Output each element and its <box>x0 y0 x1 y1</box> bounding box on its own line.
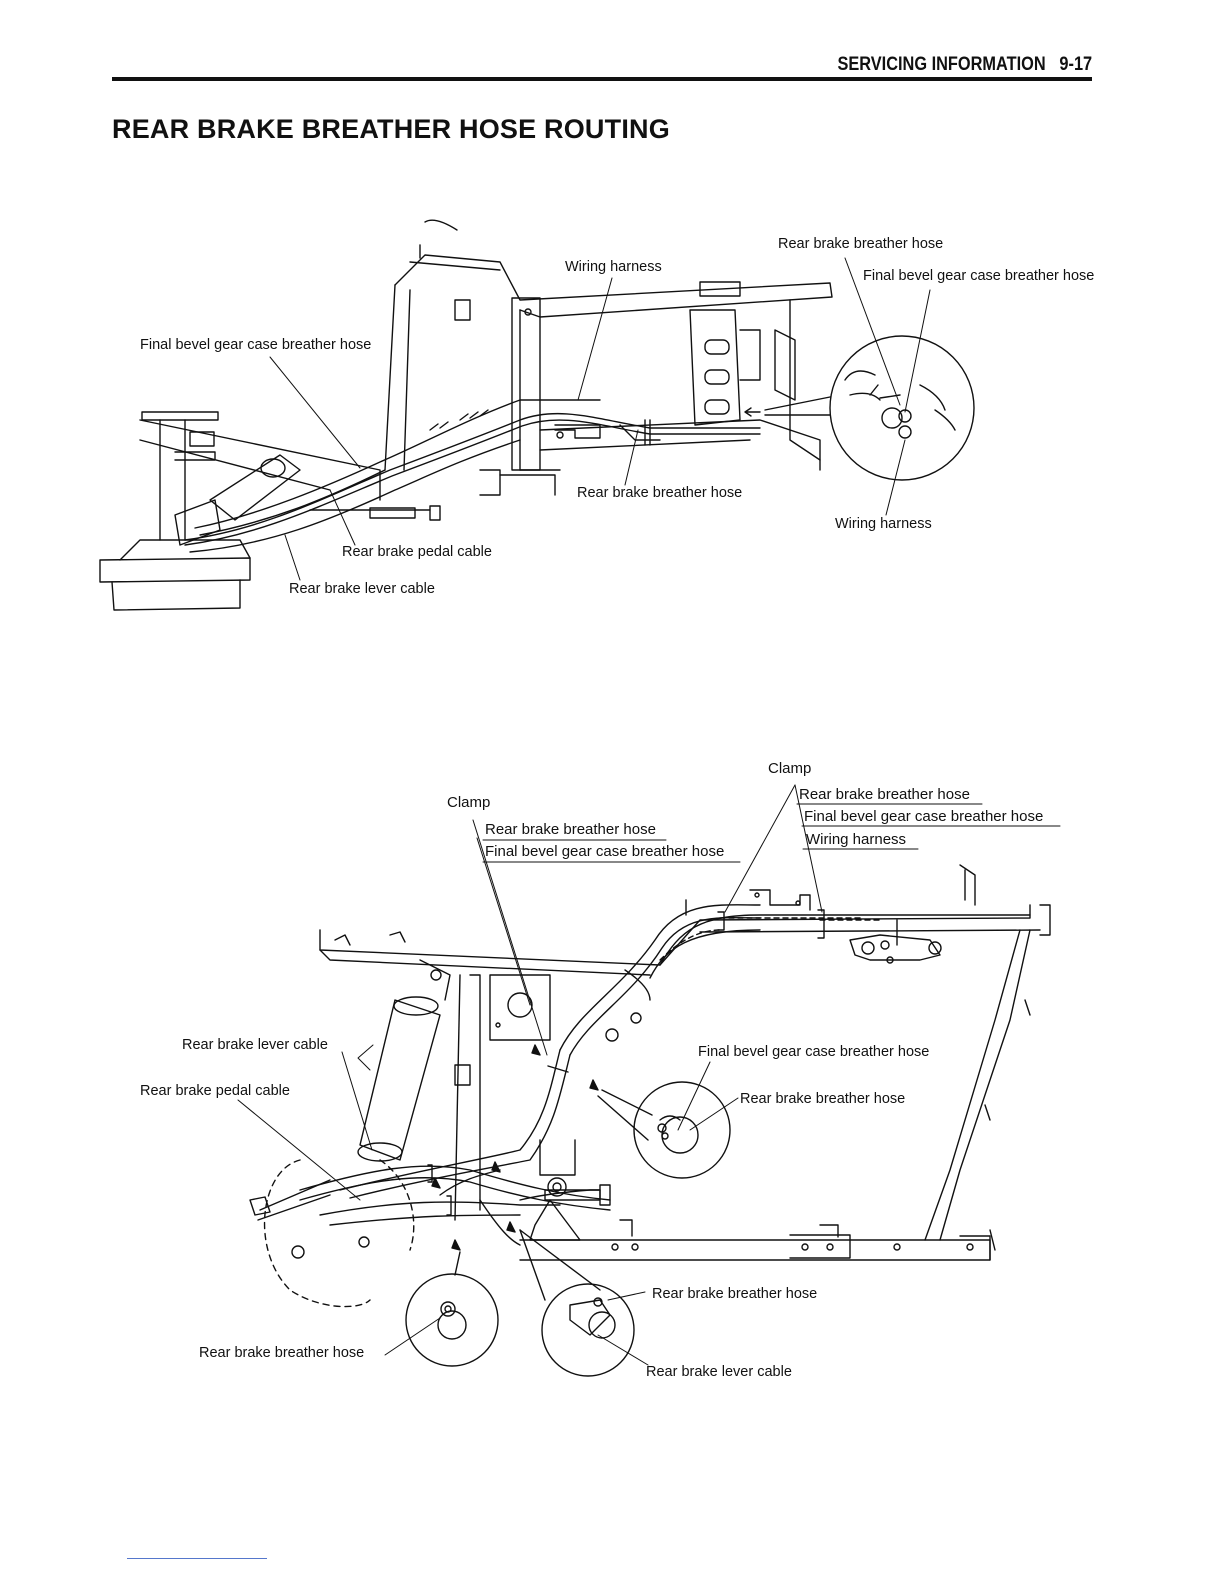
top-leader-lines <box>269 257 931 581</box>
label-clamp: Clamp <box>768 760 812 777</box>
label-final-bevel-gear-case-breather-hose: Final bevel gear case breather hose <box>140 337 372 353</box>
label-rear-brake-pedal-cable: Rear brake pedal cable <box>140 1083 290 1099</box>
label-clamp: Clamp <box>447 794 491 811</box>
bottom-frame-drawing <box>249 864 1051 1377</box>
label-rear-brake-lever-cable: Rear brake lever cable <box>646 1364 792 1380</box>
label-rear-brake-breather-hose: Rear brake breather hose <box>199 1345 365 1361</box>
label-rear-brake-breather-hose: Rear brake breather hose <box>740 1091 906 1107</box>
label-final-bevel-gear-case-breather-hose: Final bevel gear case breather hose <box>863 268 1095 284</box>
label-wiring-harness: Wiring harness <box>835 516 932 532</box>
top-frame-drawing <box>99 219 975 611</box>
label-rear-brake-breather-hose: Rear brake breather hose <box>577 485 743 501</box>
page-number: 9-17 <box>1059 54 1092 75</box>
footer-rule <box>127 1558 267 1559</box>
label-rear-brake-pedal-cable: Rear brake pedal cable <box>342 544 492 560</box>
bottom-leader-lines <box>237 784 823 1366</box>
header-rule <box>112 77 1092 81</box>
label-wiring-harness: Wiring harness <box>806 831 907 848</box>
page-title: REAR BRAKE BREATHER HOSE ROUTING <box>112 114 670 144</box>
label-final-bevel-gear-case-breather-hose: Final bevel gear case breather hose <box>485 843 725 860</box>
label-rear-brake-lever-cable: Rear brake lever cable <box>289 581 435 597</box>
label-rear-brake-lever-cable: Rear brake lever cable <box>182 1037 328 1053</box>
label-rear-brake-breather-hose: Rear brake breather hose <box>778 236 944 252</box>
label-wiring-harness: Wiring harness <box>565 259 662 275</box>
label-rear-brake-breather-hose: Rear brake breather hose <box>799 786 970 803</box>
label-final-bevel-gear-case-breather-hose: Final bevel gear case breather hose <box>804 808 1044 825</box>
label-final-bevel-gear-case-breather-hose: Final bevel gear case breather hose <box>698 1044 930 1060</box>
label-rear-brake-breather-hose: Rear brake breather hose <box>485 821 656 838</box>
section-title: SERVICING INFORMATION <box>837 54 1046 75</box>
label-underlines <box>482 803 1061 863</box>
label-rear-brake-breather-hose: Rear brake breather hose <box>652 1286 818 1302</box>
running-header: SERVICING INFORMATION 9-17 <box>837 54 1092 76</box>
